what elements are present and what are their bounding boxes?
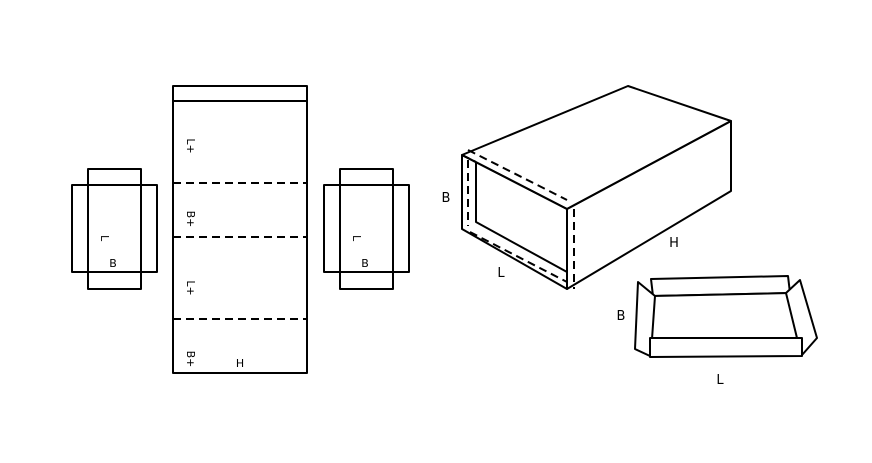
open-tray-front-wall bbox=[649, 337, 803, 358]
open-tray-length-label: L bbox=[716, 373, 724, 388]
open-tray-width-label: B bbox=[617, 309, 626, 324]
tray-blank-right-length-label: L bbox=[350, 235, 363, 242]
sleeve-net-height-label: H bbox=[236, 357, 244, 370]
sleeve-net-panel-label: L+ bbox=[184, 280, 197, 295]
tray-blank-left-width-label: B bbox=[109, 257, 117, 270]
open-tray-base bbox=[649, 292, 798, 339]
sleeve-3d-fold-line bbox=[461, 154, 477, 163]
sleeve-3d-height-label: H bbox=[669, 236, 679, 251]
sleeve-net-panel-label: B+ bbox=[184, 211, 197, 228]
open-tray-3d: B L bbox=[617, 275, 818, 388]
tray-blank-left: L B bbox=[71, 168, 158, 290]
tray-blank-right-width-label: B bbox=[361, 257, 369, 270]
sleeve-net-panel-label: L+ bbox=[184, 138, 197, 153]
tray-blank-right-fold-lines bbox=[339, 184, 394, 273]
sleeve-net: L+ B+ L+ B+ H bbox=[172, 85, 308, 374]
tray-blank-left-length-label: L bbox=[98, 235, 111, 242]
sleeve-net-panel-label: B+ bbox=[184, 351, 197, 368]
sleeve-3d-top-face bbox=[461, 85, 732, 210]
sleeve-net-outline bbox=[172, 85, 308, 374]
tray-blank-left-fold-lines bbox=[87, 184, 142, 273]
sleeve-3d-length-label: L bbox=[497, 266, 505, 281]
tray-blank-left-center bbox=[87, 184, 142, 273]
tray-blank-right: L B bbox=[323, 168, 410, 290]
sleeve-3d-inner-edge bbox=[475, 162, 568, 273]
sleeve-3d-fold-line bbox=[467, 149, 568, 201]
sleeve-3d: B L H bbox=[442, 85, 732, 290]
sleeve-3d-width-label: B bbox=[442, 191, 451, 206]
sleeve-3d-fold-line bbox=[469, 231, 568, 283]
sleeve-3d-side-face bbox=[566, 120, 732, 290]
sleeve-3d-front-opening bbox=[461, 154, 568, 290]
